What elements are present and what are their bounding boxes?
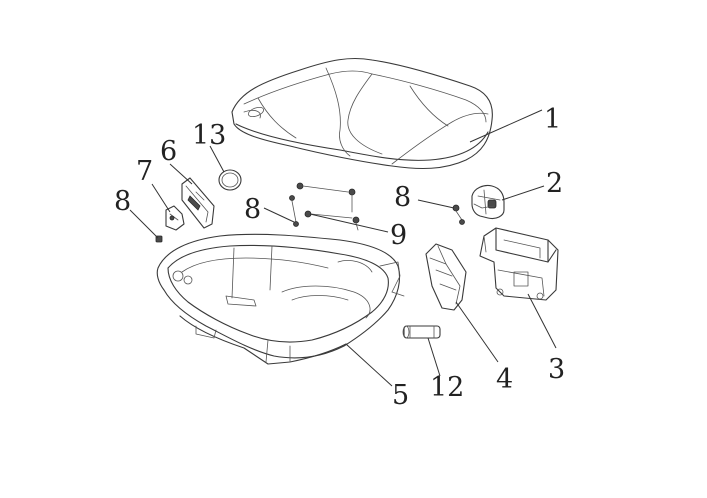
- seat-part: [231, 57, 493, 169]
- callout-8-left: 8: [114, 186, 131, 217]
- callout-13: 13: [192, 120, 226, 151]
- leader-2: [501, 185, 545, 201]
- callout-2: 2: [546, 168, 563, 199]
- leader-9: [309, 213, 389, 233]
- leader-8-right: [417, 199, 455, 209]
- callout-9: 9: [390, 220, 407, 251]
- bracket-part-2: [471, 184, 505, 220]
- callout-5: 5: [392, 380, 409, 411]
- leader-8-left: [129, 209, 159, 239]
- ring-part-13: [218, 169, 242, 191]
- callout-7: 7: [136, 156, 153, 187]
- bracket-part-7: [165, 205, 185, 231]
- callout-12: 12: [430, 372, 464, 403]
- callout-3: 3: [548, 354, 565, 385]
- callout-8-center: 8: [244, 194, 261, 225]
- leader-12: [427, 337, 441, 377]
- leader-7: [151, 183, 171, 213]
- battery-box-part-3: [479, 227, 559, 301]
- cover-panel-part-4: [425, 243, 467, 311]
- callout-1: 1: [544, 104, 561, 135]
- callout-4: 4: [496, 364, 513, 395]
- leader-5: [345, 343, 393, 387]
- leader-1: [469, 109, 543, 143]
- callout-6: 6: [160, 136, 177, 167]
- leader-lines: [129, 109, 557, 387]
- plate-part-6: [181, 177, 215, 229]
- callout-8-right: 8: [394, 182, 411, 213]
- leader-6: [169, 163, 193, 185]
- leader-3: [527, 293, 557, 349]
- storage-tub-part-5: [156, 233, 405, 365]
- leader-4: [455, 301, 499, 363]
- leader-8-center: [263, 207, 295, 223]
- tube-part-12: [402, 325, 441, 339]
- leader-13: [209, 145, 225, 173]
- callout-labels: 1 2 3 4 5 6 7 8 8 8 9 12 13: [114, 104, 565, 411]
- screws-part-8-right: [452, 204, 465, 225]
